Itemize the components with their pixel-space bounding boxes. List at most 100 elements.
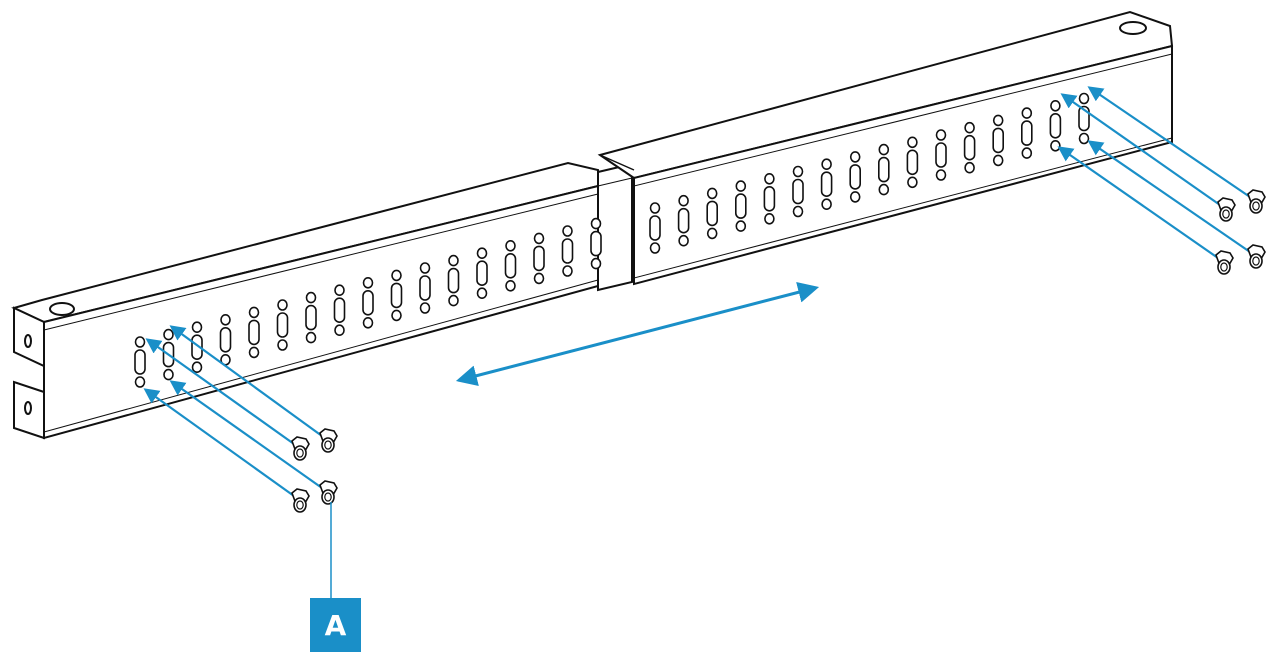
round-hole (792, 205, 804, 218)
round-hole (764, 213, 775, 225)
round-hole (305, 291, 317, 304)
slot-hole (533, 245, 545, 272)
round-hole (964, 121, 975, 134)
slot-hole (447, 267, 460, 294)
round-hole (362, 316, 374, 329)
slot-hole (849, 164, 862, 190)
round-hole (590, 257, 602, 270)
round-hole (992, 154, 1004, 167)
hex-bolt (319, 480, 338, 505)
slot-hole (820, 171, 833, 197)
round-hole (935, 129, 947, 141)
round-hole (1078, 92, 1090, 105)
round-hole (678, 234, 689, 247)
slot-hole (191, 334, 203, 361)
round-hole (476, 247, 488, 259)
slot-hole (706, 200, 719, 227)
round-hole (419, 262, 431, 274)
slot-hole (1049, 113, 1062, 139)
round-hole (1050, 140, 1061, 152)
hex-bolt (291, 436, 310, 461)
round-hole (1021, 107, 1033, 119)
round-hole (590, 217, 602, 230)
hex-bolt (1217, 197, 1236, 222)
slot-hole (390, 282, 403, 309)
round-hole (362, 276, 374, 289)
slot-hole (906, 149, 919, 176)
round-hole (277, 299, 288, 311)
round-hole (878, 143, 890, 156)
left-end-hole-upper (24, 334, 32, 348)
round-hole (821, 198, 832, 210)
round-hole (907, 176, 918, 189)
insertion-arrow (1087, 86, 1251, 198)
slot-hole (476, 260, 488, 287)
round-hole (1021, 147, 1033, 159)
round-hole (849, 151, 861, 163)
slot-hole (935, 142, 947, 168)
round-hole (305, 331, 317, 344)
hex-bolt (1215, 250, 1234, 275)
slot-hole (305, 304, 317, 331)
round-hole (277, 339, 288, 351)
round-hole (334, 324, 345, 337)
round-hole (334, 284, 345, 297)
round-hole (476, 287, 488, 300)
round-hole (448, 254, 459, 267)
round-hole (134, 336, 146, 348)
slot-hole (248, 319, 260, 346)
round-hole (792, 165, 804, 178)
slot-hole (276, 312, 289, 338)
round-hole (562, 265, 573, 277)
callout-label-a: A (310, 598, 361, 652)
round-hole (706, 187, 718, 200)
insertion-arrow (169, 380, 323, 489)
insertion-arrow (145, 338, 295, 445)
round-hole (533, 272, 545, 285)
round-hole (764, 173, 775, 185)
round-hole (849, 191, 861, 203)
insertion-arrow (1057, 146, 1219, 259)
round-hole (878, 183, 890, 196)
round-hole (220, 313, 231, 326)
round-hole (1050, 100, 1061, 112)
slot-hole (419, 275, 431, 301)
insertion-arrow (143, 388, 295, 497)
round-hole (735, 220, 747, 232)
round-hole (907, 136, 918, 149)
slot-hole (333, 297, 346, 324)
slot-hole (877, 156, 890, 183)
slot-hole (362, 289, 374, 316)
round-hole (562, 225, 573, 237)
round-hole (419, 302, 431, 314)
slot-hole (561, 238, 574, 264)
round-hole (649, 202, 661, 214)
round-hole (191, 321, 203, 334)
insertion-arrows (143, 86, 1251, 497)
insertion-arrow (169, 325, 323, 437)
round-hole (505, 279, 516, 292)
slot-hole (992, 127, 1005, 154)
hex-bolt (1247, 244, 1266, 269)
slot-hole (134, 349, 146, 375)
round-hole (1078, 132, 1090, 145)
round-hole (163, 368, 174, 381)
slot-hole (1020, 120, 1033, 146)
insertion-arrow (1060, 93, 1221, 206)
round-hole (248, 346, 260, 359)
round-hole (935, 169, 947, 181)
right-top-hole (1119, 21, 1147, 35)
slot-hole (677, 207, 690, 234)
slot-hole (649, 215, 661, 241)
adjust-double-arrow (455, 282, 820, 386)
slot-hole (504, 253, 517, 279)
round-hole (163, 328, 174, 341)
round-hole (533, 232, 545, 245)
round-hole (248, 306, 260, 319)
left-top-hole (49, 302, 75, 316)
round-hole (448, 294, 459, 307)
insertion-arrow (1087, 140, 1251, 253)
round-hole (821, 158, 832, 170)
round-hole (735, 180, 747, 192)
